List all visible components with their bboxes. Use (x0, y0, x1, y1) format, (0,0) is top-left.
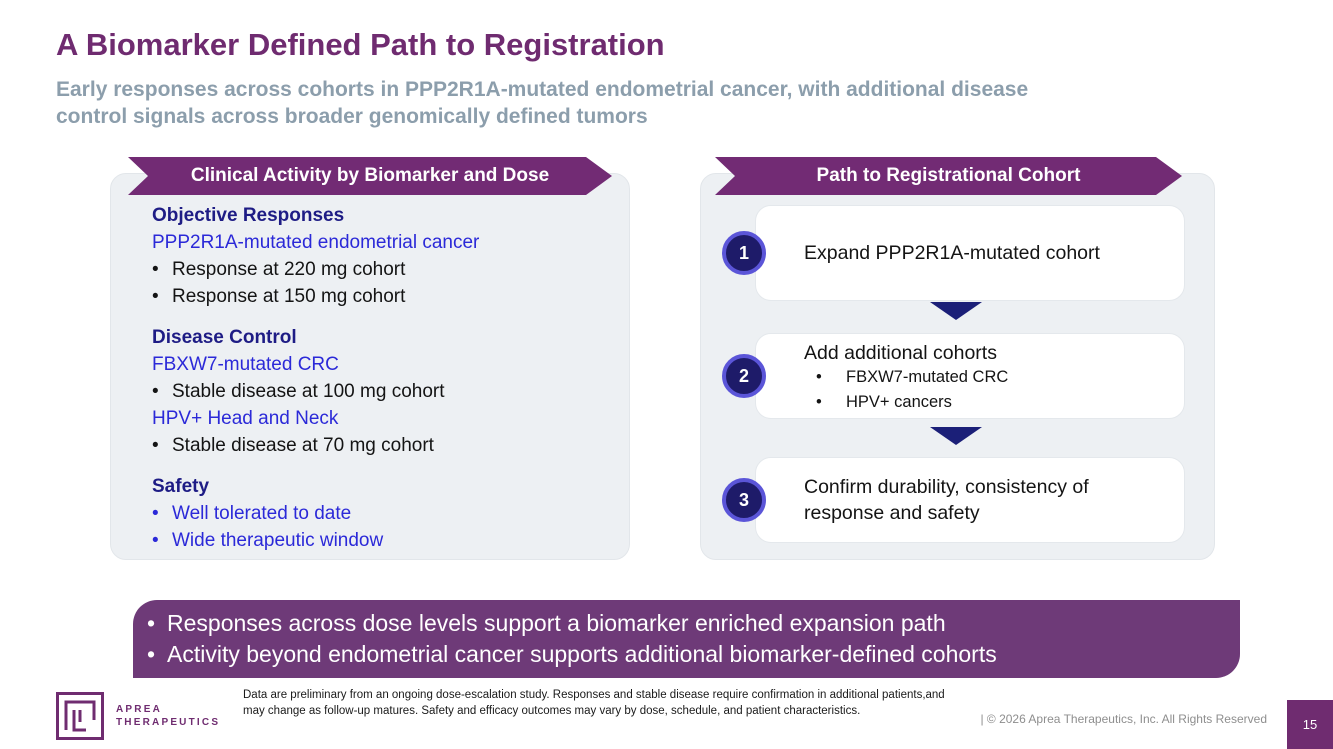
takeaway-bullet-2: Activity beyond endometrial cancer suppo… (147, 639, 1240, 670)
takeaway-bullet-1: Responses across dose levels support a b… (147, 608, 1240, 639)
slide-number: 15 (1302, 717, 1318, 732)
step-number-badge: 3 (722, 478, 766, 522)
section-heading-objective-responses: Objective Responses (152, 205, 345, 226)
step-number: 1 (738, 242, 749, 263)
disease-control-section: Disease Control FBXW7-mutated CRC Stable… (152, 324, 602, 459)
safety-section: Safety Well tolerated to date Wide thera… (152, 473, 602, 554)
list-item: Response at 150 mg cohort (152, 283, 602, 310)
clinical-activity-content: Objective Responses PPP2R1A-mutated endo… (152, 202, 602, 568)
objective-responses-section: Objective Responses PPP2R1A-mutated endo… (152, 202, 602, 310)
down-arrow-icon (930, 427, 982, 445)
step-number: 3 (738, 489, 749, 510)
registration-path-banner: Path to Registrational Cohort (715, 157, 1182, 195)
list-item: Stable disease at 70 mg cohort (152, 432, 602, 459)
down-arrow-icon (930, 302, 982, 320)
section-heading-safety: Safety (152, 476, 210, 497)
list-item: Well tolerated to date (152, 500, 602, 527)
step-number-badge: 1 (722, 231, 766, 275)
step-number-badge: 2 (722, 354, 766, 398)
step-3-text: Confirm durability, consistency of respo… (804, 476, 1089, 524)
aprea-logo: APREA THERAPEUTICS (56, 692, 220, 740)
list-item: Wide therapeutic window (152, 527, 602, 554)
step-2-text: Add additional cohorts (804, 342, 997, 364)
page-subtitle: Early responses across cohorts in PPP2R1… (56, 76, 1028, 130)
clinical-activity-banner-label: Clinical Activity by Biomarker and Dose (190, 165, 550, 186)
logo-line-2: THERAPEUTICS (116, 717, 221, 728)
cohort-label: PPP2R1A-mutated endometrial cancer (152, 232, 480, 253)
step-card-3: Confirm durability, consistency of respo… (755, 457, 1185, 543)
cohort-label: FBXW7-mutated CRC (152, 354, 339, 375)
clinical-activity-banner: Clinical Activity by Biomarker and Dose (128, 157, 612, 195)
section-heading-disease-control: Disease Control (152, 327, 297, 348)
step-number: 2 (738, 365, 749, 386)
logo-line-1: APREA (116, 704, 163, 715)
list-item: Response at 220 mg cohort (152, 256, 602, 283)
cohort-label: HPV+ Head and Neck (152, 408, 339, 429)
aprea-logo-icon (56, 692, 104, 740)
disclaimer-text: Data are preliminary from an ongoing dos… (243, 689, 945, 717)
step-card-2: Add additional cohorts FBXW7-mutated CRC… (755, 333, 1185, 419)
step-card-1: Expand PPP2R1A-mutated cohort (755, 205, 1185, 301)
registration-path-banner-label: Path to Registrational Cohort (816, 165, 1081, 186)
list-item: FBXW7-mutated CRC (816, 365, 1184, 390)
subtitle-line-2: control signals across broader genomical… (56, 105, 648, 128)
list-item: HPV+ cancers (816, 390, 1184, 415)
step-1-text: Expand PPP2R1A-mutated cohort (804, 241, 1100, 264)
clinical-activity-panel (110, 173, 630, 560)
subtitle-line-1: Early responses across cohorts in PPP2R1… (56, 78, 1029, 101)
page-title: A Biomarker Defined Path to Registration (56, 27, 665, 62)
copyright-text: | © 2026 Aprea Therapeutics, Inc. All Ri… (980, 712, 1267, 726)
slide-number-badge: 15 (1287, 700, 1333, 749)
takeaway-box: Responses across dose levels support a b… (133, 600, 1240, 678)
list-item: Stable disease at 100 mg cohort (152, 378, 602, 405)
aprea-logo-text: APREA THERAPEUTICS (116, 703, 220, 729)
